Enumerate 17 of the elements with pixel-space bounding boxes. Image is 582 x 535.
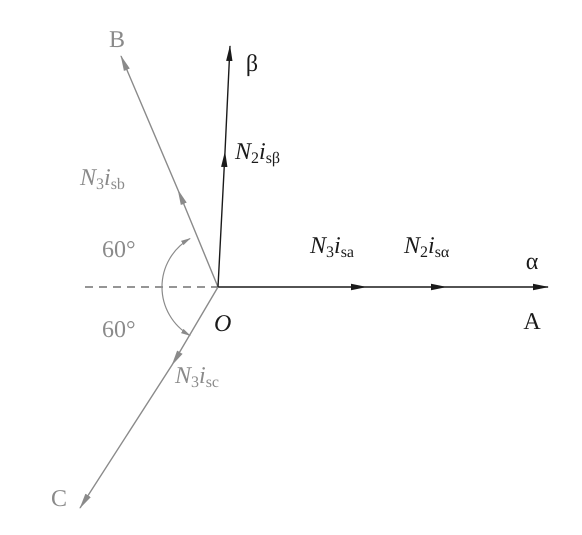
- axis-label: α: [526, 250, 538, 274]
- vector-label: N$_{3}$i$_{sa}$: [310, 234, 354, 258]
- axis-label: A: [523, 310, 541, 334]
- vector-arrow: [217, 45, 232, 288]
- vector-label: N$_{2}$i$_{sβ}$: [235, 140, 280, 164]
- vector-arrow: [79, 286, 219, 509]
- axis-label: C: [50, 487, 67, 511]
- angle-label: 60°: [102, 318, 136, 342]
- vector-label: N$_{3}$i$_{sb}$: [80, 166, 125, 190]
- axis-label: β: [246, 52, 258, 76]
- angle-label: 60°: [102, 238, 136, 262]
- vector-label: N$_{3}$i$_{sc}$: [175, 364, 220, 388]
- vector-arrow: [120, 55, 219, 288]
- vector-arrow: [218, 284, 549, 290]
- origin-label: O: [214, 312, 232, 336]
- axis-label: B: [108, 28, 125, 52]
- vector-label: N$_{2}$i$_{sα}$: [404, 234, 450, 258]
